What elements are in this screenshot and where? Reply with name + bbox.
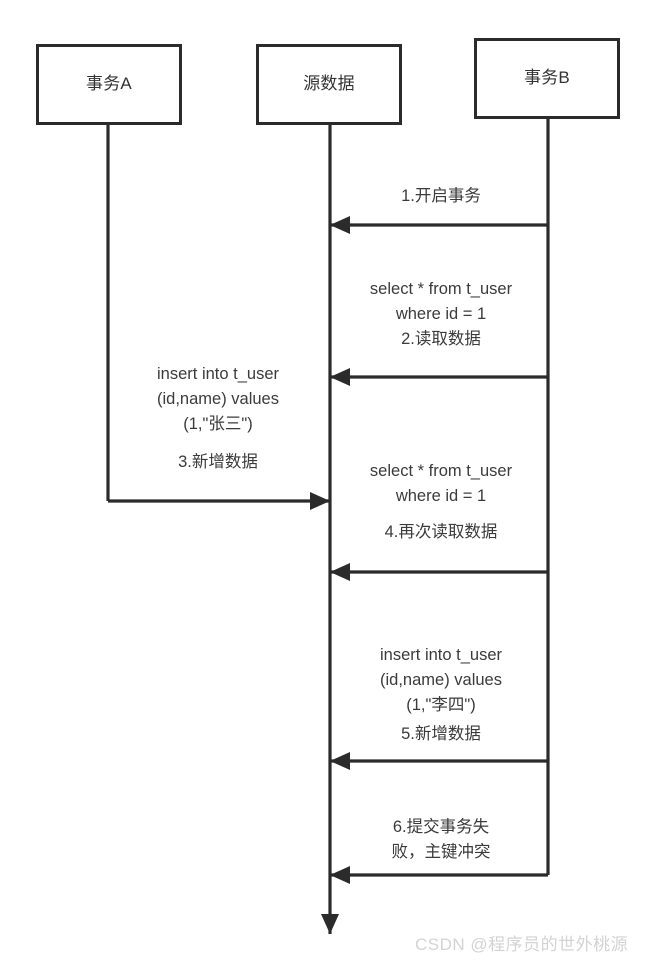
message-label-2: select * from t_user where id = 1 2.读取数据 <box>369 280 513 348</box>
message-label-4-step: 4.再次读取数据 <box>384 523 498 541</box>
participant-box-transaction-b[interactable]: 事务B <box>474 38 620 119</box>
participant-label-transaction-a: 事务A <box>86 74 132 94</box>
message-label-6: 6.提交事务失 败，主键冲突 <box>391 818 491 861</box>
csdn-watermark: CSDN @程序员的世外桃源 <box>415 935 629 954</box>
message-arrowhead-3 <box>310 492 330 510</box>
message-label-3-sql: insert into t_user (id,name) values (1,"… <box>157 365 279 433</box>
participant-label-source-data: 源数据 <box>303 74 355 94</box>
message-arrowhead-4 <box>330 563 350 581</box>
message-label-3-step: 3.新增数据 <box>178 453 258 471</box>
message-arrowhead-1 <box>330 216 350 234</box>
message-label-5-sql: insert into t_user (id,name) values (1,"… <box>380 646 502 714</box>
message-label-1: 1.开启事务 <box>401 187 481 205</box>
message-arrowhead-5 <box>330 752 350 770</box>
message-arrowhead-2 <box>330 368 350 386</box>
lifeline-end-arrow-source <box>321 914 339 934</box>
message-arrowhead-6 <box>330 866 350 884</box>
participant-label-transaction-b: 事务B <box>524 68 570 88</box>
message-label-5-step: 5.新增数据 <box>401 725 481 743</box>
message-label-4-sql: select * from t_user where id = 1 <box>369 462 513 505</box>
participant-box-source-data[interactable]: 源数据 <box>256 44 402 125</box>
participant-box-transaction-a[interactable]: 事务A <box>36 44 182 125</box>
